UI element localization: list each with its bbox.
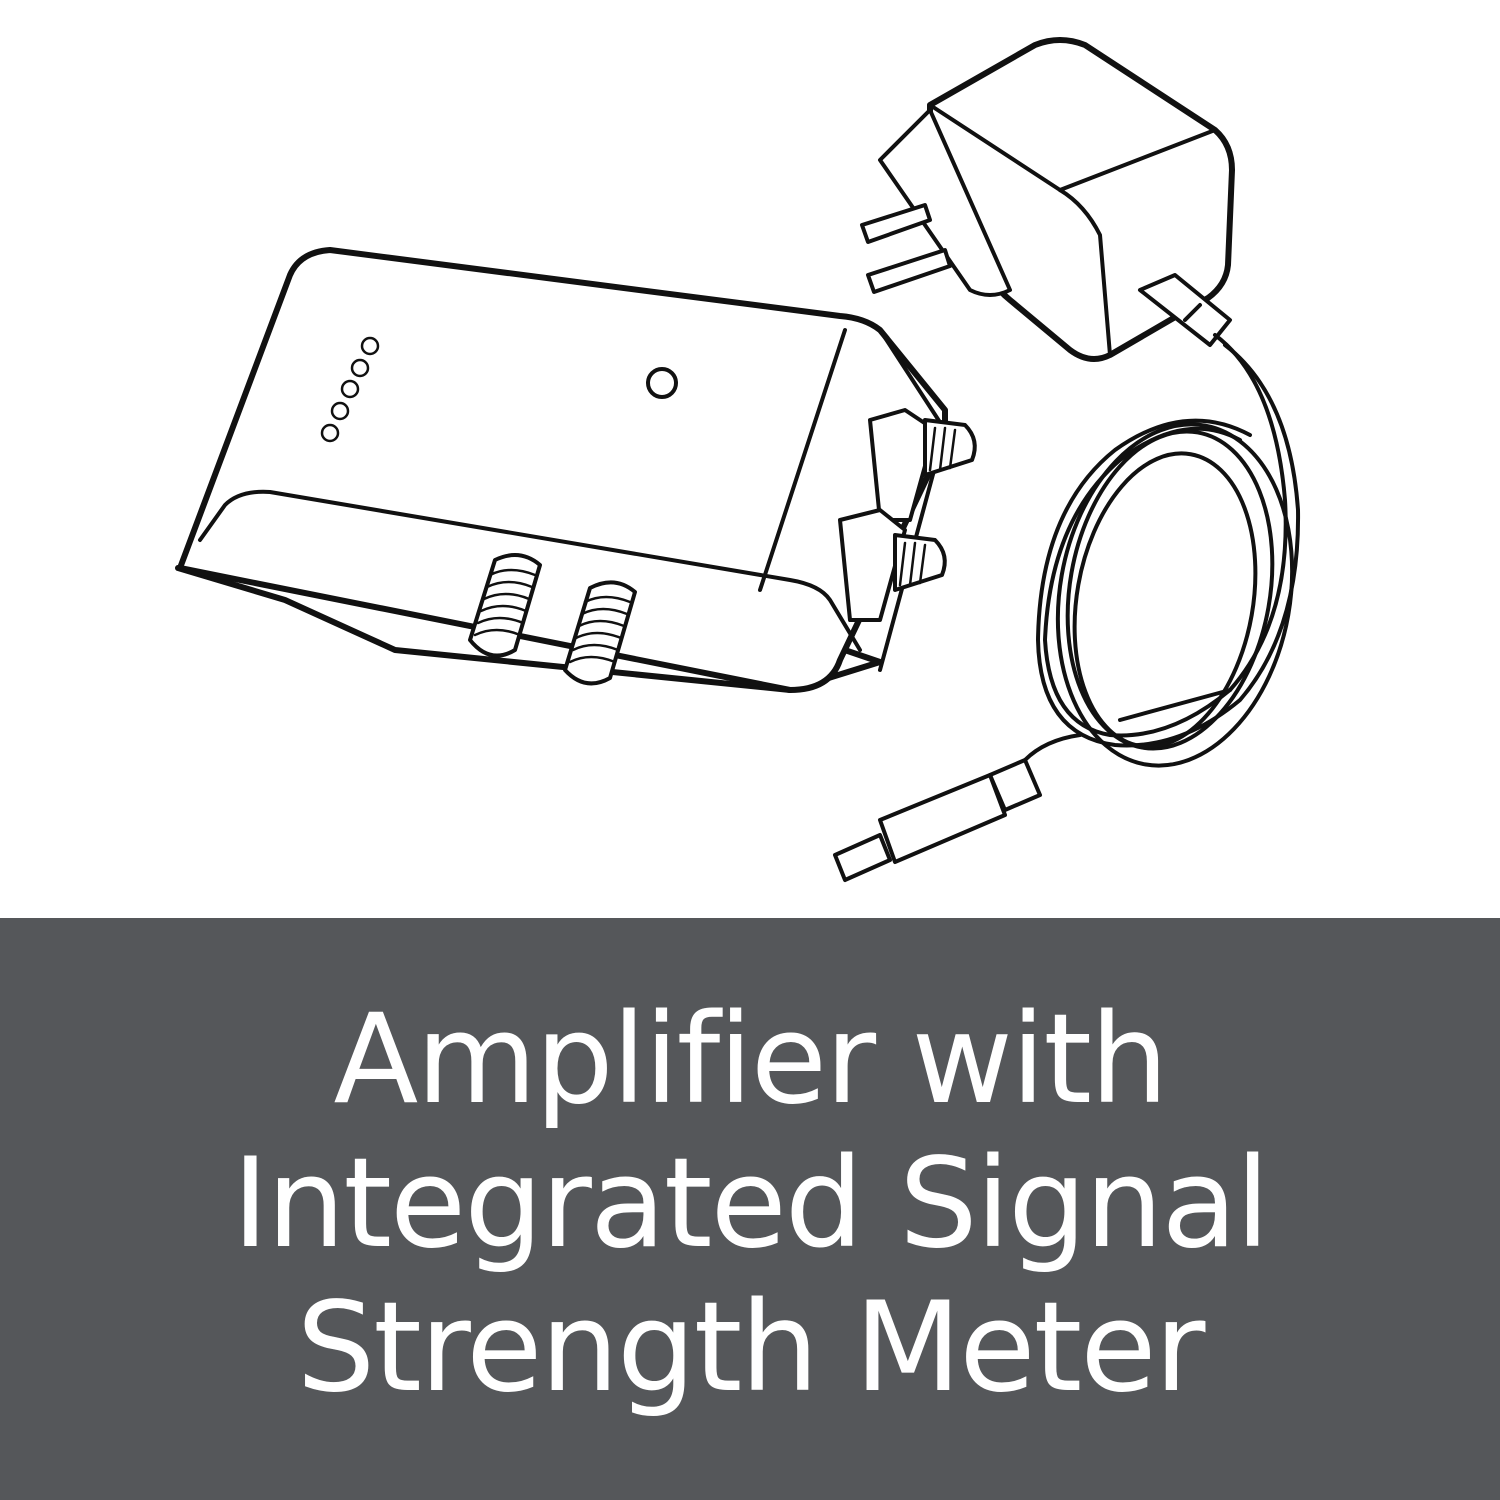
signal-meter-leds (320, 336, 380, 443)
caption-line-2: Integrated Signal (232, 1132, 1270, 1276)
power-adapter-icon (833, 37, 1301, 882)
front-connectors (468, 553, 637, 686)
power-led (646, 367, 678, 399)
dc-plug-icon (833, 758, 1042, 882)
side-connectors (838, 408, 977, 622)
product-illustration (175, 37, 1301, 882)
power-cable-icon (1023, 333, 1301, 768)
caption-band: Amplifier with Integrated Signal Strengt… (0, 918, 1500, 1500)
caption-line-3: Strength Meter (296, 1276, 1206, 1420)
amplifier-unit-icon (175, 247, 977, 693)
caption-line-1: Amplifier with (333, 988, 1168, 1132)
